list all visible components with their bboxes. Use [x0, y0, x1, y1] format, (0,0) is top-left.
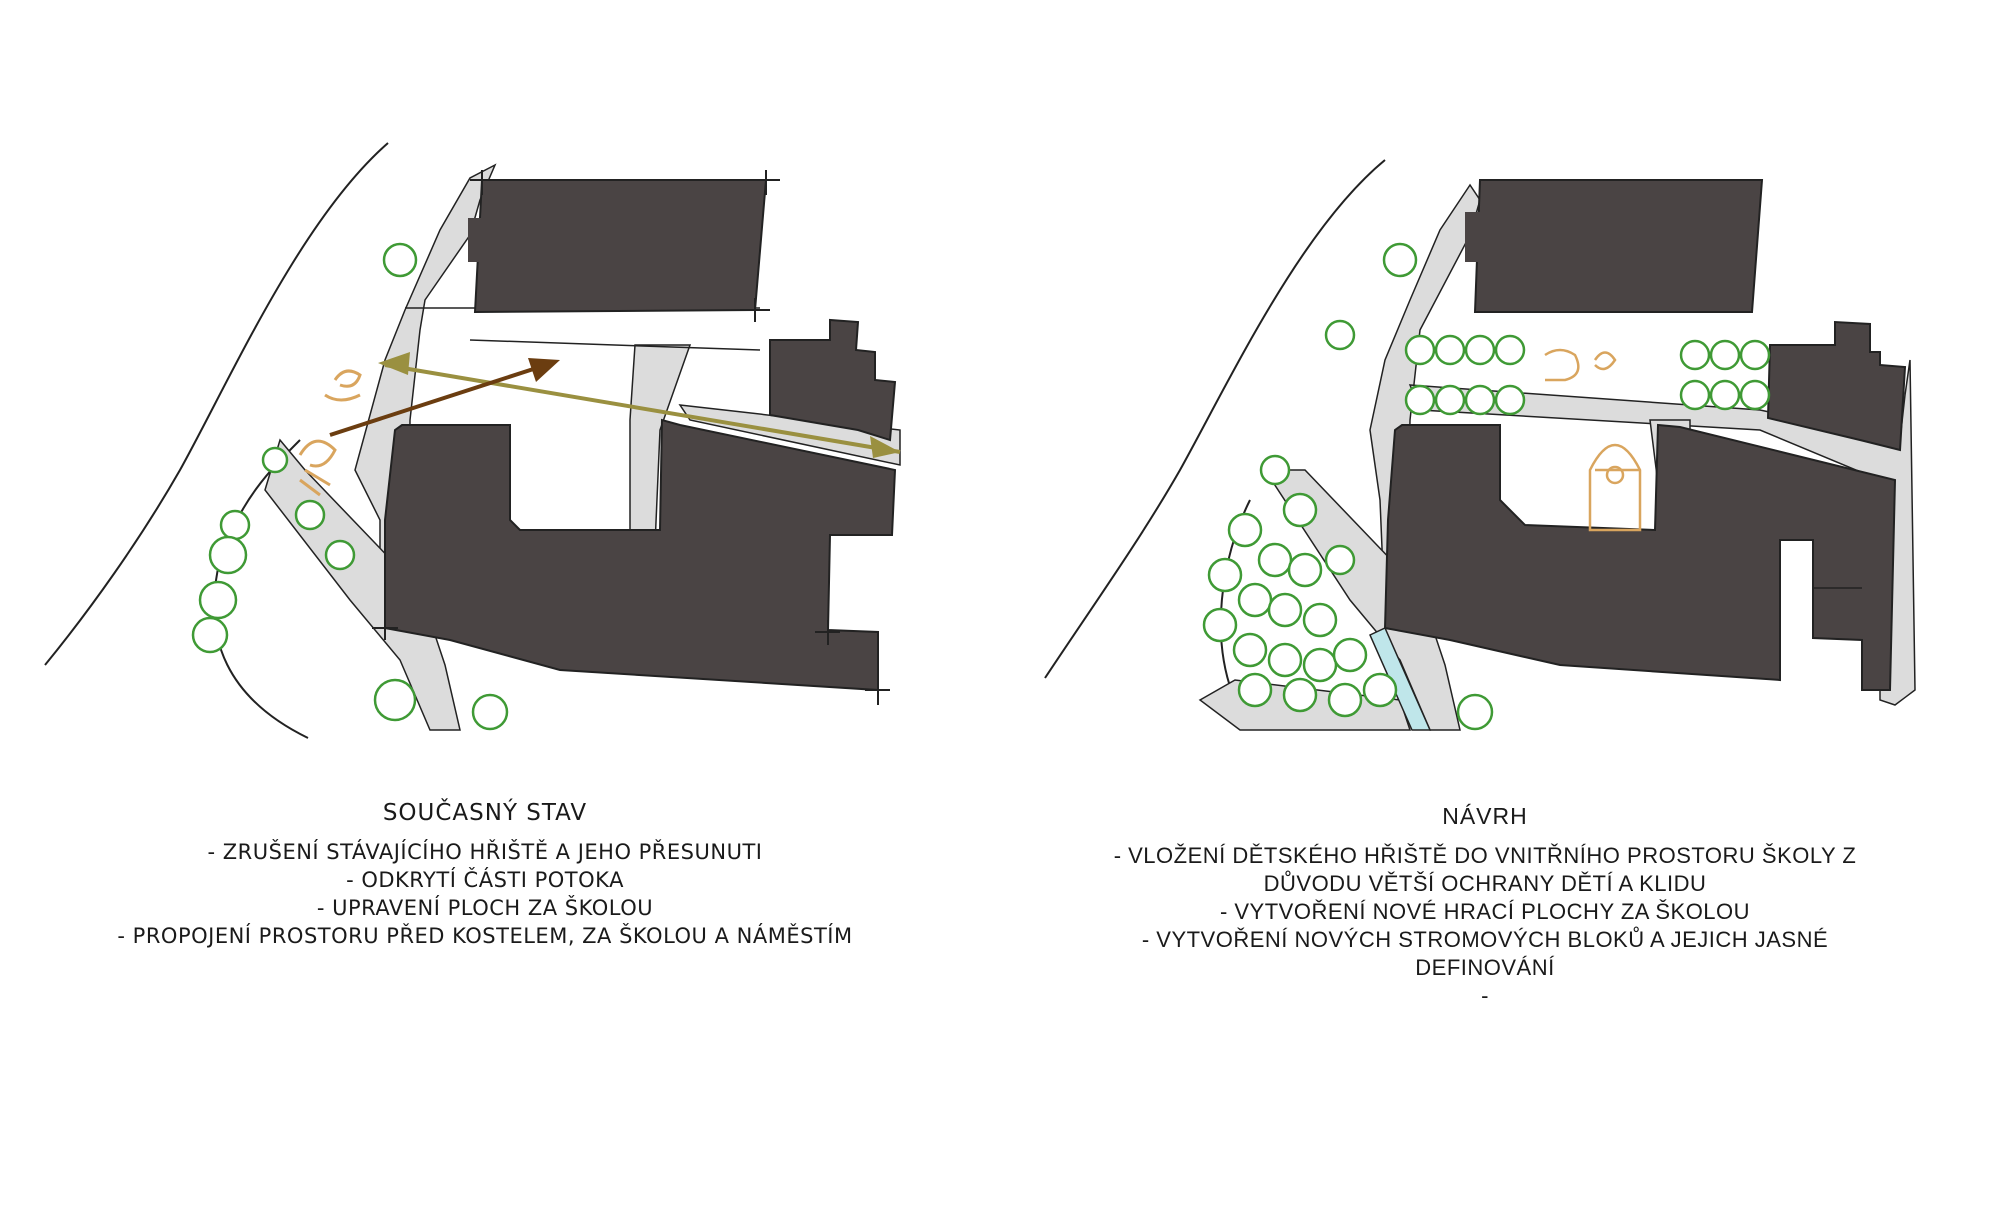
panel-title: NÁVRH	[1442, 803, 1528, 829]
caption-line: DEFINOVÁNÍ	[1415, 955, 1555, 980]
building-north	[473, 179, 768, 314]
caption-line: - VYTVOŘENÍ NOVÉ HRACÍ PLOCHY ZA ŠKOLOU	[1219, 899, 1751, 924]
caption-line: - PROPOJENÍ PROSTORU PŘED KOSTELEM, ZA Š…	[117, 924, 853, 948]
building-northeast	[769, 318, 897, 442]
caption-line: DŮVODU VĚTŠÍ OCHRANY DĚTÍ A KLIDU	[1263, 871, 1707, 896]
caption-line: - VLOŽENÍ DĚTSKÉHO HŘIŠTĚ DO VNITŘNÍHO P…	[1113, 843, 1857, 868]
trees-proposal	[1202, 242, 1771, 731]
panel-proposal: NÁVRH - VLOŽENÍ DĚTSKÉHO HŘIŠTĚ DO VNITŘ…	[1000, 0, 2000, 1220]
trees-current	[191, 242, 509, 731]
caption-line: - ODKRYTÍ ČÁSTI POTOKA	[346, 868, 624, 892]
caption-line: -	[1481, 983, 1489, 1008]
site-plan-current	[44, 142, 901, 739]
stream	[1369, 626, 1432, 731]
panel-current-state: SOUČASNÝ STAV - ZRUŠENÍ STÁVAJÍCÍHO HŘIŠ…	[44, 142, 910, 950]
caption-line: - ZRUŠENÍ STÁVAJÍCÍHO HŘIŠTĚ A JEHO PŘES…	[207, 840, 763, 864]
caption-proposal: NÁVRH - VLOŽENÍ DĚTSKÉHO HŘIŠTĚ DO VNITŘ…	[1060, 803, 1910, 1010]
panel-title: SOUČASNÝ STAV	[382, 800, 588, 826]
playground-icon	[298, 369, 362, 497]
arrow-connection-long	[384, 363, 901, 454]
site-plan-proposal	[1044, 159, 1916, 731]
caption-line: - VYTVOŘENÍ NOVÝCH STROMOVÝCH BLOKŮ A JE…	[1141, 927, 1829, 952]
road-edge-line	[44, 142, 389, 666]
arrow-connection-short	[329, 360, 556, 437]
caption-line: - UPRAVENÍ PLOCH ZA ŠKOLOU	[316, 896, 654, 920]
playground-courtyard	[1544, 348, 1642, 532]
caption-current-state: SOUČASNÝ STAV - ZRUŠENÍ STÁVAJÍCÍHO HŘIŠ…	[60, 800, 910, 950]
